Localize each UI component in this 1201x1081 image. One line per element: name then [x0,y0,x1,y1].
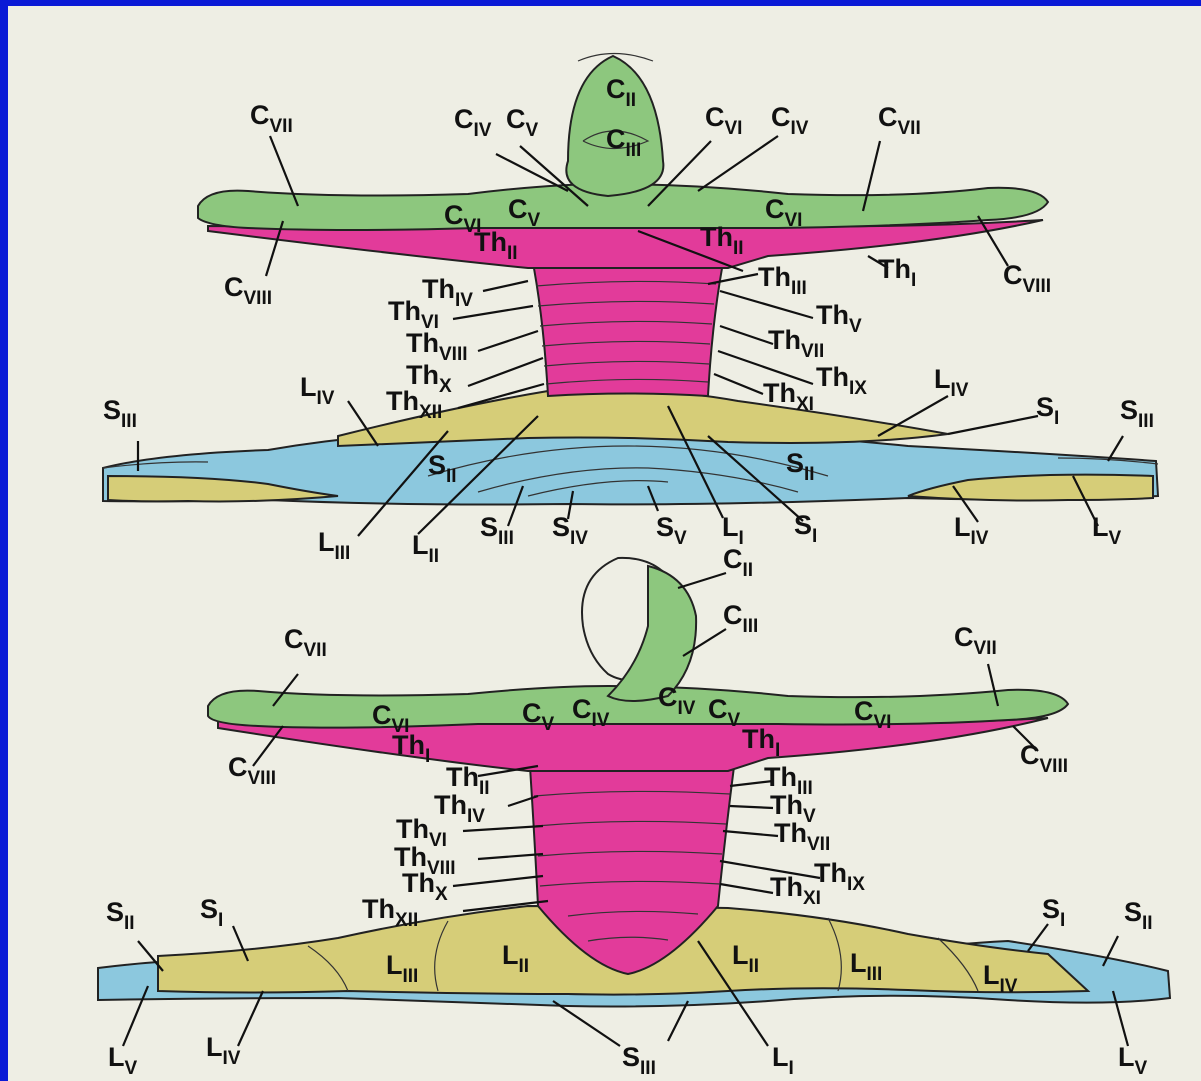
back-label-thv-18: ThV [816,300,862,337]
front-label-cviii-4: CVIII [228,752,276,789]
front-label-cii-0: CII [723,544,753,581]
back-label-cvi-4: CVI [705,102,742,139]
back-label-siv-36: SIV [552,512,588,549]
back-label-civ-5: CIV [771,102,809,139]
back-label-cvii-6: CVII [250,100,293,137]
back-label-thiii-16: ThIII [758,262,807,299]
front-label-thiv-16: ThIV [434,790,485,827]
front-label-siii-36: SIII [622,1042,656,1079]
back-label-siii-28: SIII [103,395,137,432]
back-label-liv-26: LIV [300,372,335,409]
back-label-cviii-9: CVIII [1003,260,1051,297]
back-label-siii-29: SIII [1120,395,1154,432]
back-label-liii-33: LIII [318,527,350,564]
front-label-si-26: SI [200,894,223,931]
back-label-thiv-17: ThIV [422,274,473,311]
back-label-sv-37: SV [656,512,687,549]
front-label-thix-21: ThIX [814,858,865,895]
back-label-si-30: SI [1036,392,1059,429]
front-label-lv-38: LV [1118,1042,1148,1079]
back-label-liv-27: LIV [934,364,969,401]
back-label-civ-2: CIV [454,104,492,141]
front-label-cvii-3: CVII [954,622,997,659]
back-label-lv-41: LV [1092,512,1122,549]
back-label-siii-35: SIII [480,512,514,549]
front-label-thi-12: ThI [392,730,430,767]
back-label-thi-15: ThI [878,254,916,291]
front-label-sii-25: SII [106,897,135,934]
back-label-cviii-8: CVIII [224,272,272,309]
front-label-sii-28: SII [1124,897,1153,934]
back-label-cv-3: CV [506,104,539,141]
front-label-liv-35: LIV [206,1032,241,1069]
front-label-cviii-5: CVIII [1020,740,1068,777]
front-label-cvii-2: CVII [284,624,327,661]
back-label-liv-40: LIV [954,512,989,549]
back-label-thix-22: ThIX [816,362,867,399]
back-label-si-39: SI [794,510,817,547]
front-label-lv-34: LV [108,1042,138,1079]
back-label-cvii-7: CVII [878,102,921,139]
front-label-li-37: LI [772,1042,794,1079]
back-label-lii-34: LII [412,530,439,567]
front-label-thxii-24: ThXII [362,894,418,931]
front-label-ciii-1: CIII [723,600,758,637]
back-label-thvii-20: ThVII [768,325,824,362]
front-label-thvii-19: ThVII [774,818,830,855]
front-label-si-27: SI [1042,894,1065,931]
